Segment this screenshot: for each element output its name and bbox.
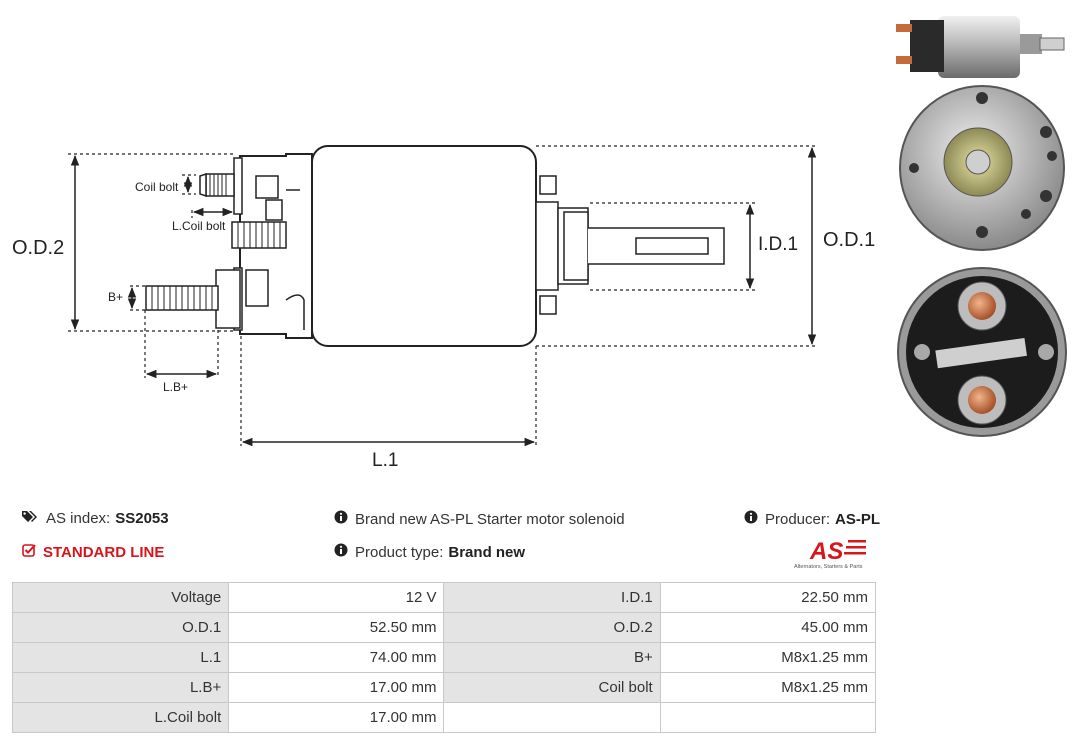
- product-photo-back: [899, 85, 1065, 251]
- product-type: Product type: Brand new: [334, 543, 525, 561]
- product-photo-side: [896, 16, 1065, 78]
- as-index: AS index: SS2053: [22, 510, 169, 527]
- producer: Producer: AS-PL: [744, 510, 880, 528]
- as-pl-logo: AS Alternators, Starters & Parts: [794, 538, 866, 570]
- spec-key: L.B+: [11, 672, 230, 703]
- logo-tagline: Alternators, Starters & Parts: [794, 564, 863, 570]
- spec-value: [659, 702, 877, 733]
- product-type-value: Brand new: [448, 543, 526, 561]
- tags-icon: [22, 510, 39, 527]
- spec-value: 22.50 mm: [659, 582, 877, 613]
- standard-line-label: STANDARD LINE: [43, 543, 165, 561]
- solenoid-dimension-diagram: O.D.2 O.D.1 I.D.1 L.1 Coil bolt L.Coil b…: [12, 145, 875, 471]
- info-circle-icon: [334, 543, 348, 561]
- l-coil-bolt-label: L.Coil bolt: [172, 219, 226, 233]
- spec-value: 17.00 mm: [228, 672, 445, 703]
- as-index-value: SS2053: [115, 510, 169, 527]
- coil-bolt-label: Coil bolt: [135, 180, 179, 194]
- l1-label: L.1: [372, 450, 398, 471]
- b-plus-label: B+: [108, 290, 123, 304]
- l-b-plus-label: L.B+: [163, 380, 188, 394]
- producer-label: Producer:: [765, 510, 831, 528]
- spec-key: O.D.2: [443, 612, 661, 643]
- spec-value: 52.50 mm: [228, 612, 445, 643]
- od2-label: O.D.2: [12, 237, 64, 259]
- description: Brand new AS-PL Starter motor solenoid: [334, 510, 625, 528]
- spec-value: 17.00 mm: [228, 702, 445, 733]
- spec-value: 45.00 mm: [659, 612, 877, 643]
- product-photo-terminals: [897, 267, 1067, 437]
- spec-key: [443, 702, 661, 733]
- producer-value: AS-PL: [835, 510, 881, 528]
- description-text: Brand new AS-PL Starter motor solenoid: [355, 510, 625, 528]
- info-circle-icon: [334, 510, 348, 528]
- info-circle-icon: [744, 510, 758, 528]
- product-type-label: Product type:: [355, 543, 444, 561]
- spec-key: L.Coil bolt: [11, 702, 230, 733]
- spec-key: L.1: [11, 642, 230, 673]
- spec-key: Voltage: [11, 582, 230, 613]
- spec-key: Coil bolt: [443, 672, 661, 703]
- spec-key: B+: [443, 642, 661, 673]
- check-square-icon: [22, 543, 36, 561]
- spec-value: 74.00 mm: [228, 642, 445, 673]
- spec-key: I.D.1: [443, 582, 661, 613]
- spec-value: 12 V: [228, 582, 445, 613]
- standard-line: STANDARD LINE: [22, 543, 164, 561]
- spec-key: O.D.1: [11, 612, 230, 643]
- as-index-label: AS index:: [46, 510, 111, 527]
- spec-value: M8x1.25 mm: [659, 672, 877, 703]
- od1-label: O.D.1: [823, 229, 875, 251]
- id1-label: I.D.1: [758, 234, 798, 255]
- spec-value: M8x1.25 mm: [659, 642, 877, 673]
- logo-text: AS: [809, 538, 843, 565]
